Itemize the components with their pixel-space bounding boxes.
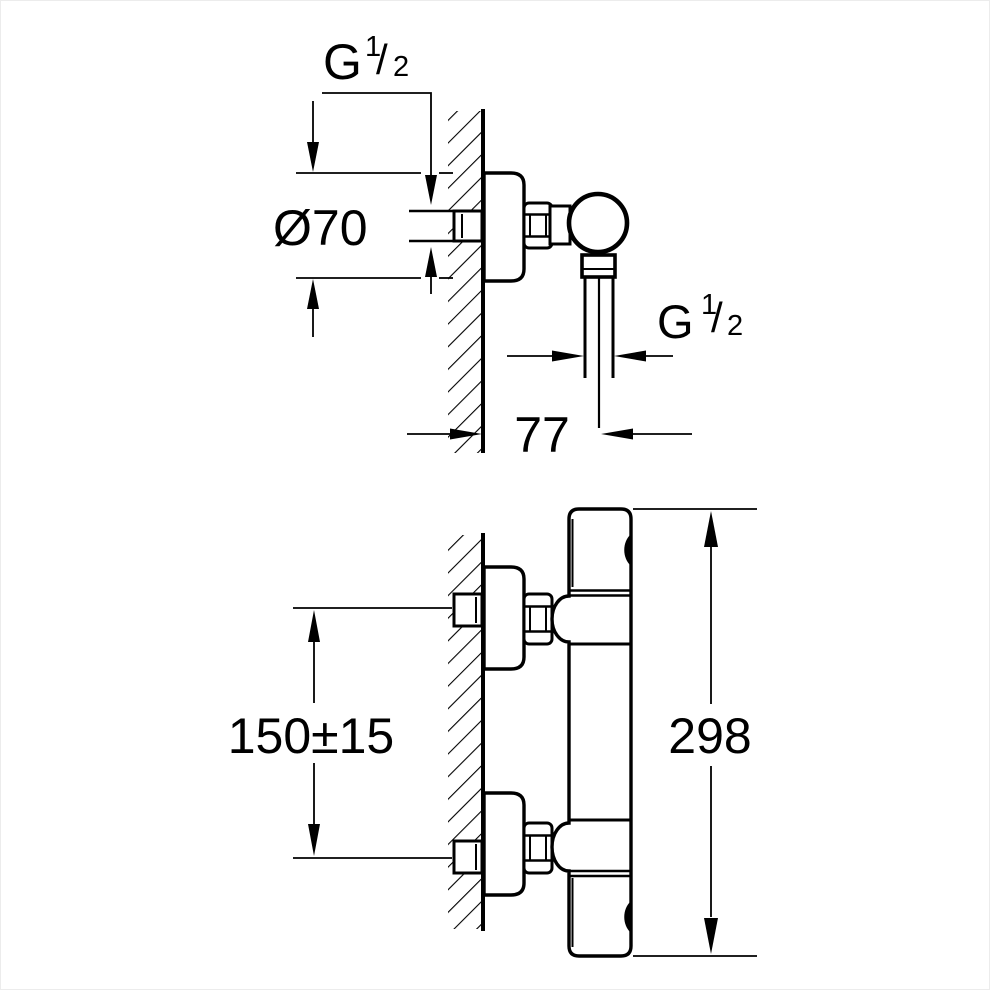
arrow-up — [308, 610, 320, 642]
arrow-up — [704, 511, 718, 547]
escutcheon-bottom — [482, 791, 526, 897]
arrow-down — [308, 824, 320, 856]
escutcheon-diameter-label: Ø70 — [273, 200, 368, 256]
grip-notch-bottom — [624, 901, 631, 933]
wall-nipple-top — [452, 592, 484, 628]
inlet-thread-label-num: 1 — [365, 31, 381, 63]
outlet-thread-label-slash: / — [711, 294, 723, 341]
hex-nut-bottom — [522, 821, 554, 875]
wall-offset-label: 77 — [514, 407, 570, 463]
arrow-up — [425, 247, 437, 277]
arrow-down — [425, 175, 437, 205]
top-view: G 1 / 2 Ø70 G 1 / 2 — [273, 31, 743, 463]
arrow-right — [450, 428, 482, 440]
arrow-down — [704, 918, 718, 954]
dim-outlet-thread: G 1 / 2 — [507, 289, 743, 362]
outlet-thread-label-g: G — [657, 295, 694, 348]
arrow-up — [307, 279, 319, 309]
wall-nipple — [452, 209, 484, 243]
valve-body-circle — [566, 191, 630, 255]
wall-nipple-bottom — [452, 839, 484, 875]
inlet-thread-label-g: G — [323, 34, 362, 90]
arrow-left — [601, 428, 633, 440]
body-height-label: 298 — [668, 708, 751, 764]
mixer-body — [550, 507, 633, 958]
body-section-lines — [569, 589, 631, 878]
dim-wall-offset: 77 — [407, 407, 692, 463]
wall-hatching — [448, 111, 482, 453]
dim-connection-spacing: 150±15 — [228, 607, 452, 859]
outlet-pipe — [583, 278, 615, 428]
outlet-collar — [580, 253, 617, 279]
arrow-right — [552, 350, 584, 362]
escutcheon — [482, 171, 526, 283]
grip-notch-top — [624, 534, 631, 566]
arrow-left — [614, 350, 646, 362]
dim-escutcheon-diameter: Ø70 — [273, 101, 453, 337]
hex-nut — [522, 201, 554, 250]
inlet-thread-label-den: 2 — [393, 51, 409, 83]
inlet-thread-label-slash: / — [376, 36, 388, 83]
connection-spacing-label: 150±15 — [228, 708, 394, 764]
outlet-thread-label-num: 1 — [701, 289, 717, 321]
escutcheon-top — [482, 565, 526, 671]
hex-nut-top — [522, 592, 554, 646]
front-view: 150±15 298 — [228, 507, 757, 958]
dim-inlet-thread: G 1 / 2 — [322, 31, 437, 294]
arrow-down — [307, 142, 319, 172]
outlet-thread-label-den: 2 — [727, 310, 743, 342]
dim-body-height: 298 — [633, 508, 757, 957]
